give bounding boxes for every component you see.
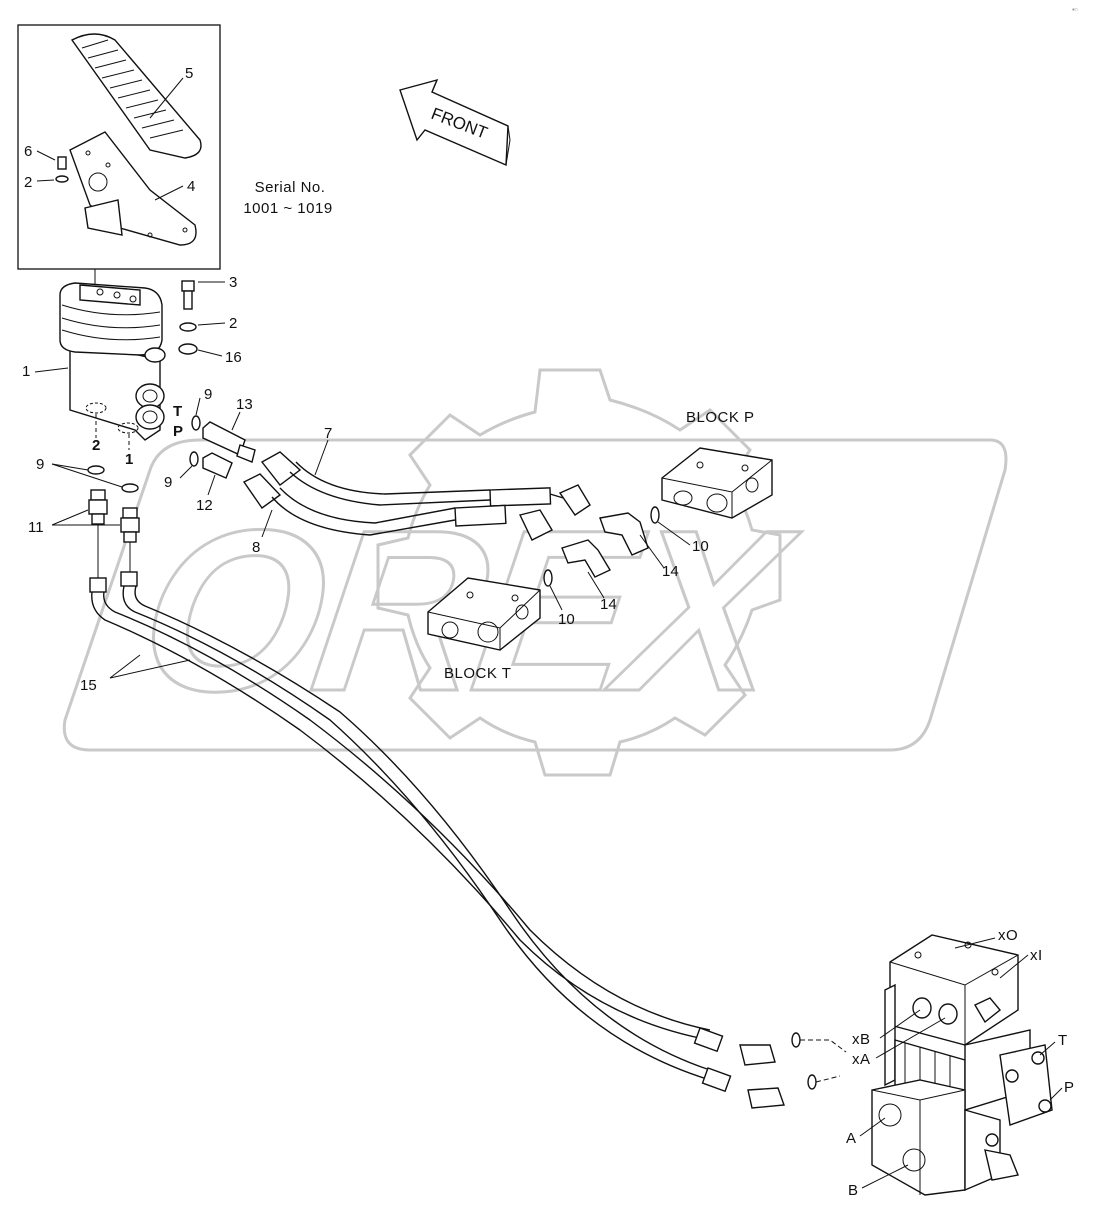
block-t [427,577,541,651]
callout-8: 8 [252,539,260,556]
bolt-3 [181,280,225,310]
pedal-pad [70,33,202,159]
fittings-11 [88,489,140,543]
port-p-label: P [173,423,183,440]
valve-port-xo: xO [998,927,1018,944]
callout-11: 11 [28,519,44,536]
adapter-12 [202,452,233,479]
callout-4: 4 [187,178,195,195]
callout-14-lower: 14 [600,596,617,613]
serial-range: 1001 ~ 1019 [243,200,332,217]
callout-7: 7 [324,425,332,442]
hose-8 [242,473,553,541]
callout-10-upper: 10 [692,538,709,555]
pedal-inset [17,24,221,270]
block-p-label: BLOCK P [686,409,755,426]
o-ring-9-right [121,483,139,493]
front-arrow: FRONT [399,78,511,167]
callout-1: 1 [22,363,30,380]
callout-2-top: 2 [24,174,32,191]
callout-9-mid: 9 [164,474,172,491]
callout-5: 5 [185,65,193,82]
o-ring-10-lower [543,569,553,587]
callout-3: 3 [229,274,237,291]
corner-mark: ▪▫ [1072,5,1078,14]
port-t-label: T [173,403,182,420]
hose-7 [260,451,591,516]
o-ring-xb [791,1032,801,1048]
o-ring-xa [807,1074,817,1090]
callout-13: 13 [236,396,253,413]
port-1-label: 1 [125,451,133,468]
callout-10-lower: 10 [558,611,575,628]
callout-12: 12 [196,497,213,514]
valve-port-xa: xA [852,1051,871,1068]
callout-16: 16 [225,349,242,366]
valve-port-xi: xI [1030,947,1043,964]
block-t-label: BLOCK T [444,665,511,682]
callout-6: 6 [24,143,32,160]
callout-9-left: 9 [36,456,44,473]
valve-port-b: B [848,1182,859,1199]
valve-port-p: P [1064,1079,1075,1096]
pedal-valve [34,269,166,441]
o-ring-9-p [189,451,199,467]
callout-9-top: 9 [204,386,212,403]
callout-2: 2 [229,315,237,332]
adapter-13 [202,421,256,463]
washer-2-top [55,175,69,183]
tee-14-lower [561,539,611,578]
bolt-6 [57,156,67,170]
o-ring-9-left [87,465,105,475]
valve-port-xb: xB [852,1031,871,1048]
callout-15: 15 [80,677,97,694]
washer-16 [178,343,198,355]
washer-2 [179,322,197,332]
block-p [661,447,773,519]
valve-port-t: T [1058,1032,1068,1049]
o-ring-9-t [191,415,201,431]
port-2-label: 2 [92,437,100,454]
o-ring-10-upper [650,506,660,524]
valve-port-a: A [846,1130,857,1147]
serial-label: Serial No. [255,179,326,196]
callout-14-upper: 14 [662,563,679,580]
hoses-15 [89,571,785,1109]
pedal-plate [69,131,197,246]
main-valve [871,934,1053,1196]
tee-14-upper [599,512,649,556]
